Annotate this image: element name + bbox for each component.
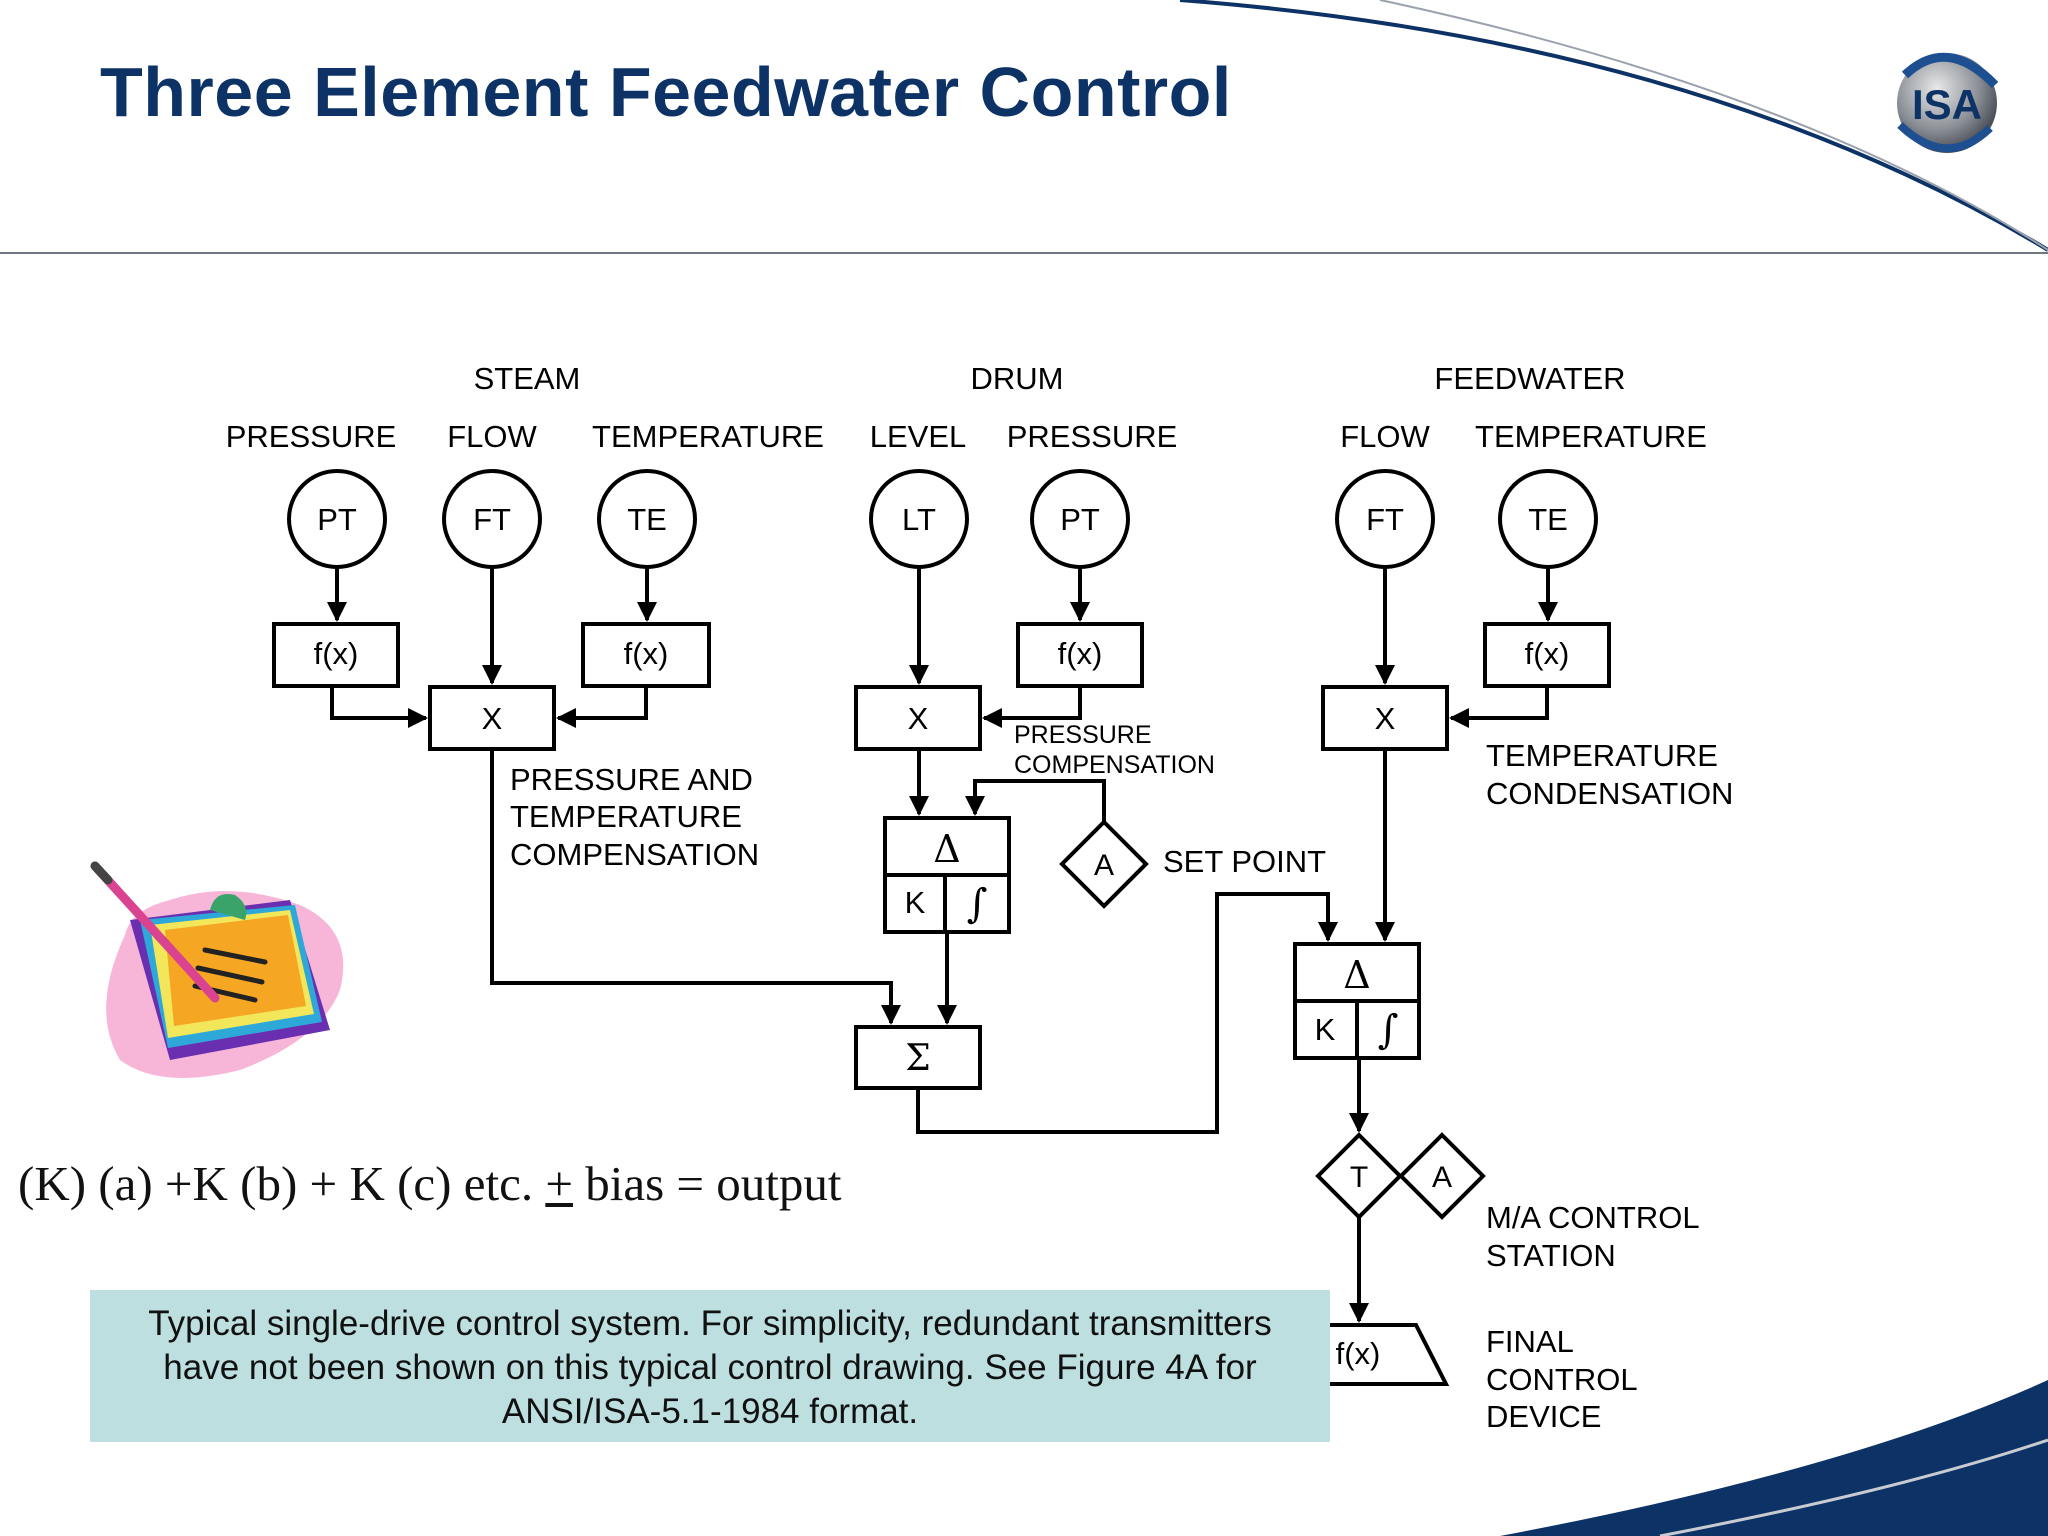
annotation-temperature-condensation-2: CONDENSATION (1486, 776, 1733, 811)
controller-block-drum-level: Δ K ∫ (883, 816, 1011, 934)
formula-plus-minus: + (545, 1156, 573, 1211)
multiplier-label: X (908, 701, 929, 736)
label-steam-pressure: PRESSURE (226, 419, 397, 454)
annotation-pressure-compensation-2: COMPENSATION (1014, 751, 1215, 779)
integral-symbol: ∫ (1378, 1007, 1399, 1053)
multiplier-block-steam: X (428, 685, 556, 751)
note-line-3: ANSI/ISA-5.1-1984 format. (501, 1392, 919, 1431)
annotation-pt-compensation-1: PRESSURE AND (510, 762, 753, 797)
multiplier-block-drum: X (854, 685, 982, 751)
fx-label: f(x) (624, 636, 669, 671)
instrument-te-feedwater-label: TE (1528, 502, 1568, 537)
label-steam-flow: FLOW (447, 419, 537, 454)
label-feedwater-flow: FLOW (1340, 419, 1430, 454)
signal-lines (327, 567, 1558, 1323)
instrument-te-steam: TE (597, 469, 697, 569)
fx-block-drum-pressure: f(x) (1016, 622, 1144, 688)
instrument-pt-steam: PT (287, 469, 387, 569)
annotation-final-control-3: DEVICE (1486, 1399, 1601, 1434)
annotation-set-point: SET POINT (1163, 844, 1326, 879)
instrument-ft-steam: FT (442, 469, 542, 569)
final-control-device: f(x) (1326, 1323, 1450, 1386)
instrument-lt-drum: LT (869, 469, 969, 569)
ma-control-station: T A (1315, 1132, 1486, 1220)
note-box: Typical single-drive control system. For… (90, 1290, 1330, 1442)
fx-block-feedwater-temperature: f(x) (1483, 622, 1611, 688)
instrument-ft-feedwater-label: FT (1366, 502, 1404, 537)
annotation-pt-compensation-2: TEMPERATURE (510, 799, 742, 834)
integral-symbol: ∫ (967, 881, 988, 927)
annotation-final-control-1: FINAL (1486, 1324, 1574, 1359)
group-label-drum: DRUM (971, 361, 1064, 396)
fx-label: f(x) (1525, 636, 1570, 671)
fx-label: f(x) (1058, 636, 1103, 671)
instrument-ft-feedwater: FT (1335, 469, 1435, 569)
note-line-1: Typical single-drive control system. For… (148, 1304, 1272, 1343)
fx-label: f(x) (314, 636, 359, 671)
multiplier-block-feedwater: X (1321, 685, 1449, 751)
controller-block-feedwater-flow: Δ K ∫ (1293, 942, 1421, 1060)
label-drum-level: LEVEL (870, 419, 967, 454)
fx-block-steam-temperature: f(x) (581, 622, 711, 688)
instrument-ft-steam-label: FT (473, 502, 511, 537)
summer-block: Σ (854, 1025, 982, 1090)
output-formula: (K) (a) +K (b) + K (c) etc. + bias = out… (18, 1155, 842, 1212)
annotation-ma-station-1: M/A CONTROL (1486, 1200, 1700, 1235)
isa-logo-text: ISA (1912, 81, 1982, 128)
instrument-pt-steam-label: PT (317, 502, 357, 537)
slide-title: Three Element Feedwater Control (100, 53, 1232, 131)
ma-station-a-label: A (1432, 1161, 1452, 1194)
setpoint-station-label: A (1094, 849, 1114, 882)
ma-station-t-label: T (1350, 1161, 1368, 1194)
label-steam-temperature: TEMPERATURE (592, 419, 824, 454)
isa-logo: ISA (1897, 52, 1999, 153)
instrument-lt-drum-label: LT (902, 502, 936, 537)
label-drum-pressure: PRESSURE (1007, 419, 1178, 454)
fx-block-steam-pressure: f(x) (272, 622, 400, 688)
fx-label: f(x) (1336, 1336, 1381, 1371)
instrument-pt-drum-label: PT (1060, 502, 1100, 537)
annotation-temperature-condensation-1: TEMPERATURE (1486, 738, 1718, 773)
instrument-te-steam-label: TE (627, 502, 667, 537)
delta-symbol: Δ (1343, 953, 1370, 997)
instrument-te-feedwater: TE (1498, 469, 1598, 569)
group-label-steam: STEAM (474, 361, 581, 396)
formula-bias-output: bias = output (572, 1156, 842, 1211)
multiplier-label: X (1375, 701, 1396, 736)
multiplier-label: X (482, 701, 503, 736)
group-label-feedwater: FEEDWATER (1434, 361, 1625, 396)
note-line-2: have not been shown on this typical cont… (163, 1348, 1257, 1387)
gain-label: K (905, 885, 926, 920)
setpoint-station: A (1059, 819, 1149, 909)
sigma-symbol: Σ (905, 1038, 930, 1079)
instrument-pt-drum: PT (1030, 469, 1130, 569)
label-feedwater-temperature: TEMPERATURE (1475, 419, 1707, 454)
annotation-pressure-compensation-1: PRESSURE (1014, 721, 1152, 749)
annotation-pt-compensation-3: COMPENSATION (510, 837, 759, 872)
annotation-ma-station-2: STATION (1486, 1238, 1616, 1273)
formula-terms: (K) (a) +K (b) + K (c) etc. (18, 1156, 546, 1211)
clipboard-clipart (90, 861, 344, 1078)
delta-symbol: Δ (933, 827, 960, 871)
gain-label: K (1315, 1012, 1336, 1047)
annotation-final-control-2: CONTROL (1486, 1362, 1638, 1397)
